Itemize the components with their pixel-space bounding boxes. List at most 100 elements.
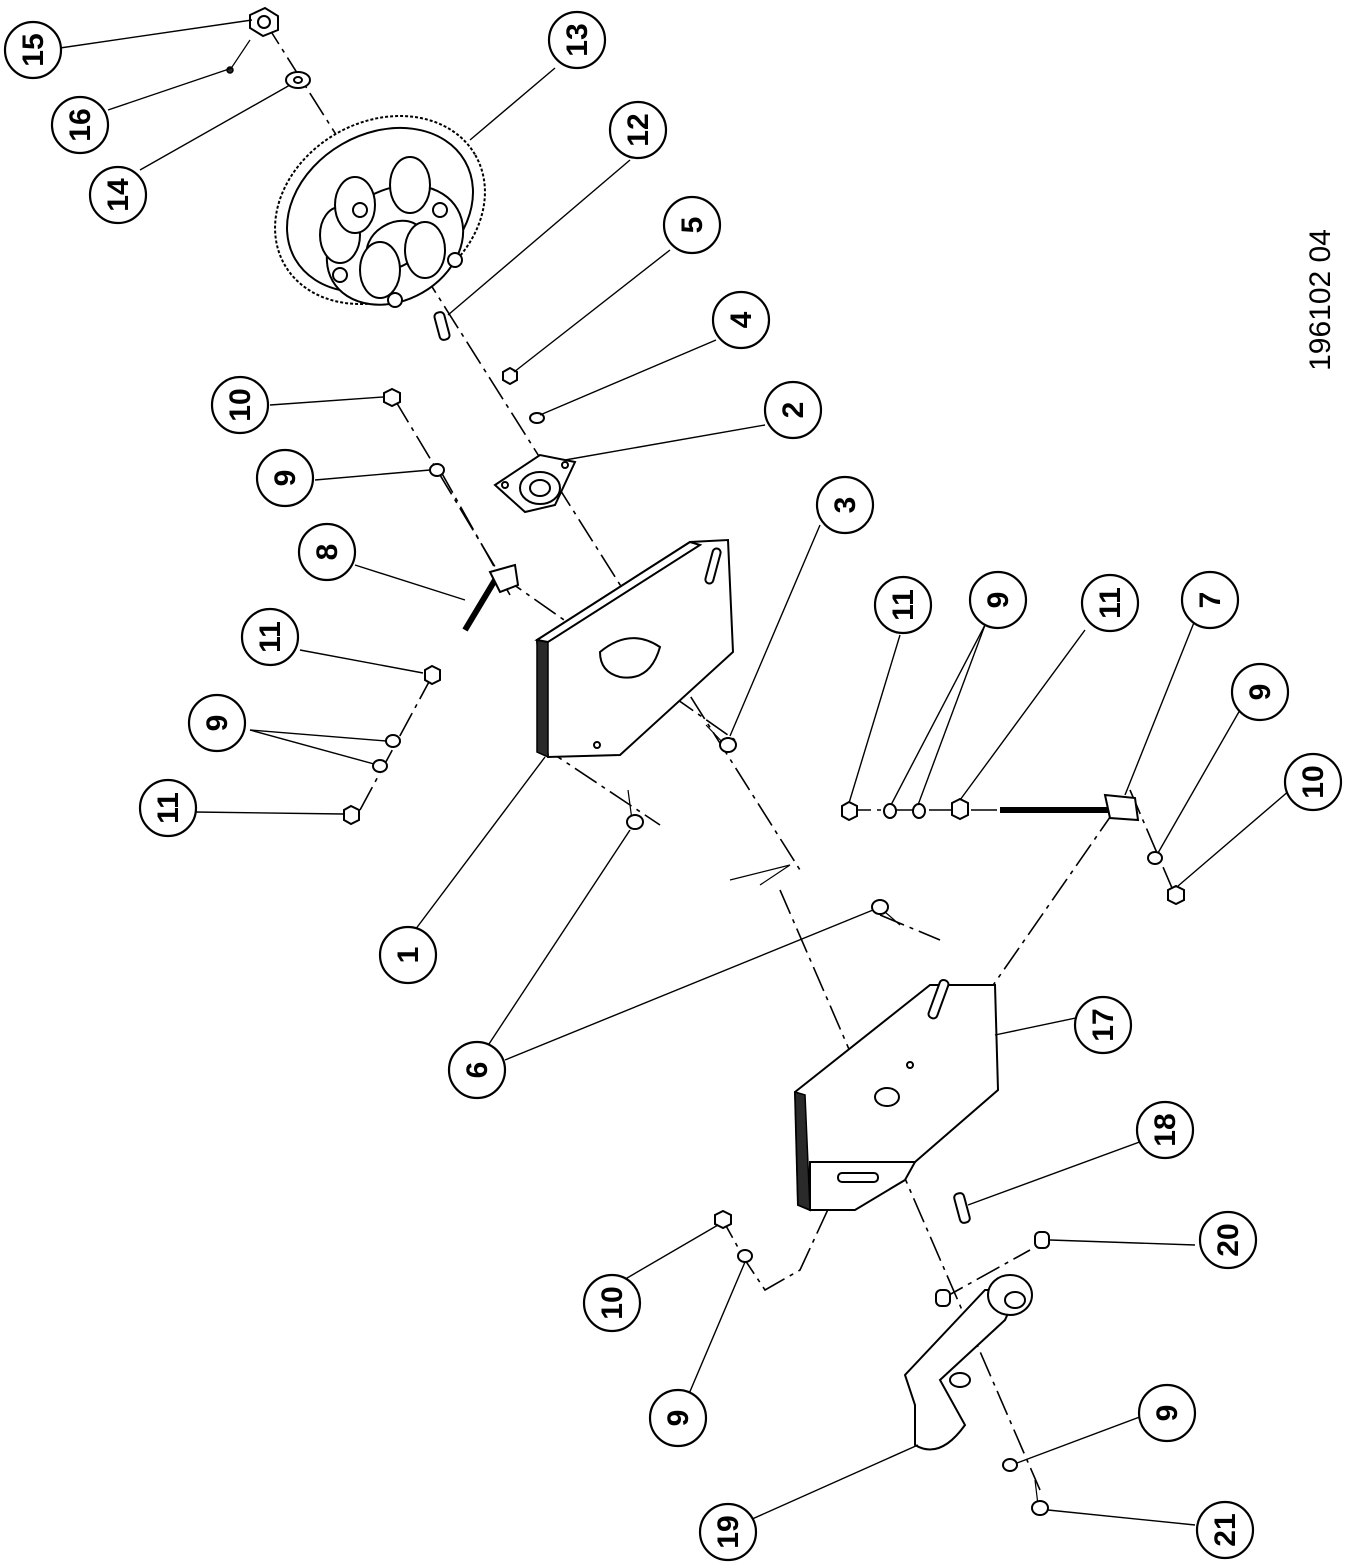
part-7-rod — [1000, 793, 1140, 822]
callout-number: 9 — [982, 592, 1015, 609]
callout-number: 4 — [725, 311, 758, 328]
callout-number: 7 — [1194, 592, 1227, 609]
part-20-set-screw-a — [1034, 1231, 1050, 1249]
callout-circle — [88, 165, 148, 225]
callout-15: 15 — [3, 20, 63, 80]
callout-number: 11 — [254, 621, 287, 653]
callout-circle — [873, 575, 933, 635]
part-9-washer-upper — [429, 463, 445, 477]
callout-16: 16 — [50, 95, 110, 155]
callout-18: 18 — [1135, 1100, 1195, 1160]
part-5-nut — [502, 366, 518, 386]
callout-number: 21 — [1209, 1513, 1242, 1546]
callout-circle — [1195, 1500, 1255, 1560]
part-14-washer — [285, 71, 311, 89]
part-9-washer-c1 — [883, 803, 897, 819]
callout-number: 18 — [1149, 1113, 1182, 1146]
callout-circle — [662, 195, 722, 255]
callout-13: 13 — [547, 10, 607, 70]
callout-circle — [698, 1502, 758, 1562]
part-1-upper-plate — [534, 538, 735, 759]
callout-6: 6 — [447, 1040, 507, 1100]
part-6-bolt-lower — [871, 899, 901, 926]
callout-19: 19 — [698, 1502, 758, 1562]
callout-number: 10 — [224, 388, 257, 421]
part-9-washer-f — [1002, 1458, 1018, 1472]
callout-number: 9 — [662, 1410, 695, 1427]
callout-circle — [297, 522, 357, 582]
callout-circle — [255, 448, 315, 508]
part-15-nut — [249, 6, 279, 38]
callout-number: 10 — [596, 1286, 629, 1319]
callout-circle — [648, 1388, 708, 1448]
callout-11: 11 — [873, 575, 933, 635]
part-10-nut-b — [1167, 884, 1185, 906]
callout-circle — [1230, 662, 1290, 722]
callout-circle — [1137, 1383, 1197, 1443]
callout-number: 1 — [392, 947, 425, 964]
callout-circle — [138, 778, 198, 838]
part-21-bolt — [1031, 1479, 1049, 1516]
callout-7: 7 — [1180, 570, 1240, 630]
part-10-nut-upper — [383, 387, 401, 408]
callout-14: 14 — [88, 165, 148, 225]
callout-9: 9 — [968, 570, 1028, 630]
callout-1: 1 — [378, 925, 438, 985]
callout-4: 4 — [711, 290, 771, 350]
callout-number: 19 — [712, 1515, 745, 1548]
callout-circle — [378, 925, 438, 985]
callout-number: 12 — [622, 113, 655, 146]
part-9-washer-d — [1147, 851, 1163, 865]
part-3-bolt — [705, 724, 737, 753]
callout-number: 8 — [311, 544, 344, 561]
callout-number: 9 — [269, 470, 302, 487]
callout-circle — [547, 10, 607, 70]
part-9-washer-c2 — [912, 803, 926, 819]
callout-circle — [763, 380, 823, 440]
callout-number: 9 — [201, 715, 234, 732]
callout-circle — [1135, 1100, 1195, 1160]
part-9-washer-b2 — [372, 759, 388, 773]
part-18-key — [953, 1192, 971, 1224]
callout-circle — [187, 693, 247, 753]
callout-circle — [608, 100, 668, 160]
callout-11: 11 — [1080, 573, 1140, 633]
callout-9: 9 — [1230, 662, 1290, 722]
callout-17: 17 — [1073, 995, 1133, 1055]
callout-8: 8 — [297, 522, 357, 582]
callout-number: 11 — [1094, 587, 1127, 619]
callout-10: 10 — [582, 1273, 642, 1333]
part-19-lever — [903, 1274, 1033, 1451]
part-10-nut-c — [714, 1209, 732, 1230]
callout-11: 11 — [138, 778, 198, 838]
callout-number: 10 — [1297, 765, 1330, 798]
callout-circle — [447, 1040, 507, 1100]
callout-number: 14 — [102, 178, 135, 212]
callout-circle — [1198, 1210, 1258, 1270]
callout-circle — [50, 95, 110, 155]
callout-number: 9 — [1151, 1405, 1184, 1422]
part-11-nut-d — [951, 797, 969, 821]
callout-number: 16 — [64, 108, 97, 141]
callout-circle — [1073, 995, 1133, 1055]
callout-circle — [1180, 570, 1240, 630]
callout-9: 9 — [648, 1388, 708, 1448]
callout-number: 2 — [777, 402, 810, 419]
part-9-washer-b1 — [385, 734, 401, 748]
callout-2: 2 — [763, 380, 823, 440]
break-symbol — [729, 864, 791, 886]
callout-circle — [815, 475, 875, 535]
callout-number: 5 — [676, 217, 709, 234]
callout-circle — [240, 607, 300, 667]
callout-9: 9 — [187, 693, 247, 753]
callout-9: 9 — [1137, 1383, 1197, 1443]
callout-circle — [3, 20, 63, 80]
part-11-nut-c — [841, 800, 858, 822]
callout-10: 10 — [210, 375, 270, 435]
callout-number: 17 — [1087, 1008, 1120, 1041]
callout-12: 12 — [608, 100, 668, 160]
callout-10: 10 — [1283, 752, 1343, 812]
callout-11: 11 — [240, 607, 300, 667]
